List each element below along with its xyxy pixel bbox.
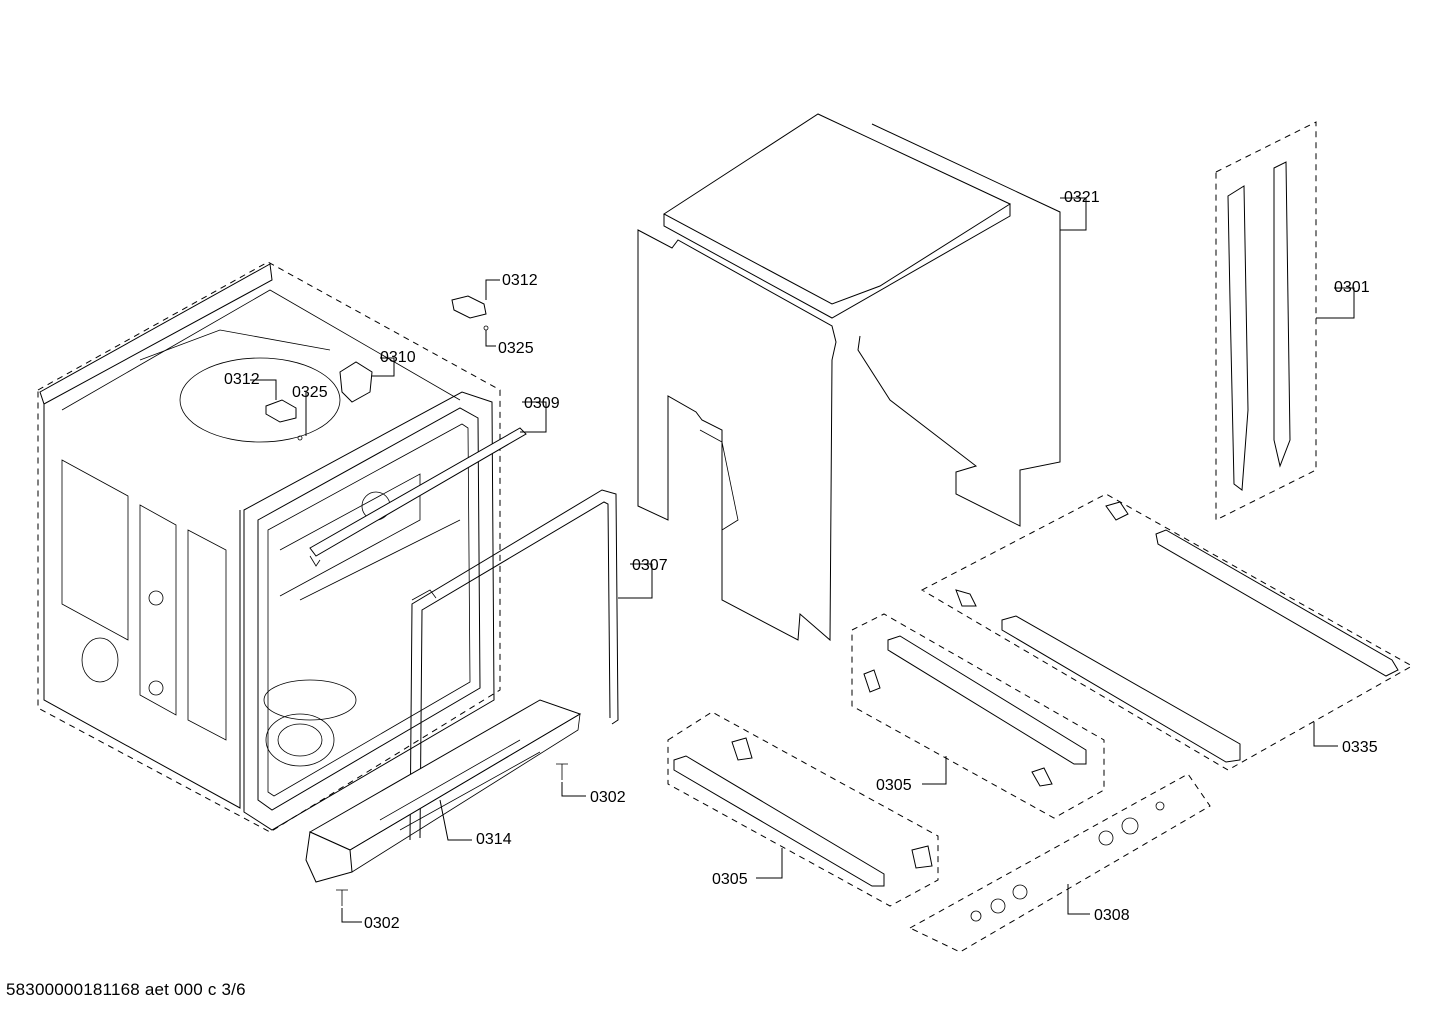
label-0321: 0321 [1064, 189, 1100, 206]
label-0305-mid: 0305 [876, 777, 912, 794]
label-0307: 0307 [632, 557, 668, 574]
part-0314-base [305, 699, 582, 883]
part-0301-strips [1215, 121, 1317, 521]
part-labels: 0312 0325 0310 0312 0325 0309 0307 0302 … [224, 189, 1378, 932]
label-0302-right: 0302 [590, 789, 626, 806]
screws-0302 [336, 763, 568, 906]
part-0305-rails-mid [851, 613, 1105, 819]
part-0307-seal [409, 489, 619, 841]
document-footer-id: 58300000181168 aet 000 c 3/6 [6, 980, 246, 999]
part-0335-rails [920, 493, 1414, 771]
label-0302-bottom: 0302 [364, 915, 400, 932]
label-0312-left: 0312 [224, 371, 260, 388]
leader-lines [250, 197, 1355, 923]
part-0321-insulation [637, 113, 1061, 642]
label-0301: 0301 [1334, 279, 1370, 296]
label-0325-left: 0325 [292, 384, 328, 401]
label-0335: 0335 [1342, 739, 1378, 756]
label-0308: 0308 [1094, 907, 1130, 924]
part-0308-small [908, 773, 1211, 953]
brackets [265, 295, 489, 441]
label-0310: 0310 [380, 349, 416, 366]
label-0312-right: 0312 [502, 272, 538, 289]
label-0305-low: 0305 [712, 871, 748, 888]
part-0305-rails-low [667, 711, 939, 907]
tub-assembly [37, 261, 501, 833]
label-0325-right: 0325 [498, 340, 534, 357]
part-0309-rail [309, 427, 527, 567]
label-0314: 0314 [476, 831, 512, 848]
label-0309: 0309 [524, 395, 560, 412]
